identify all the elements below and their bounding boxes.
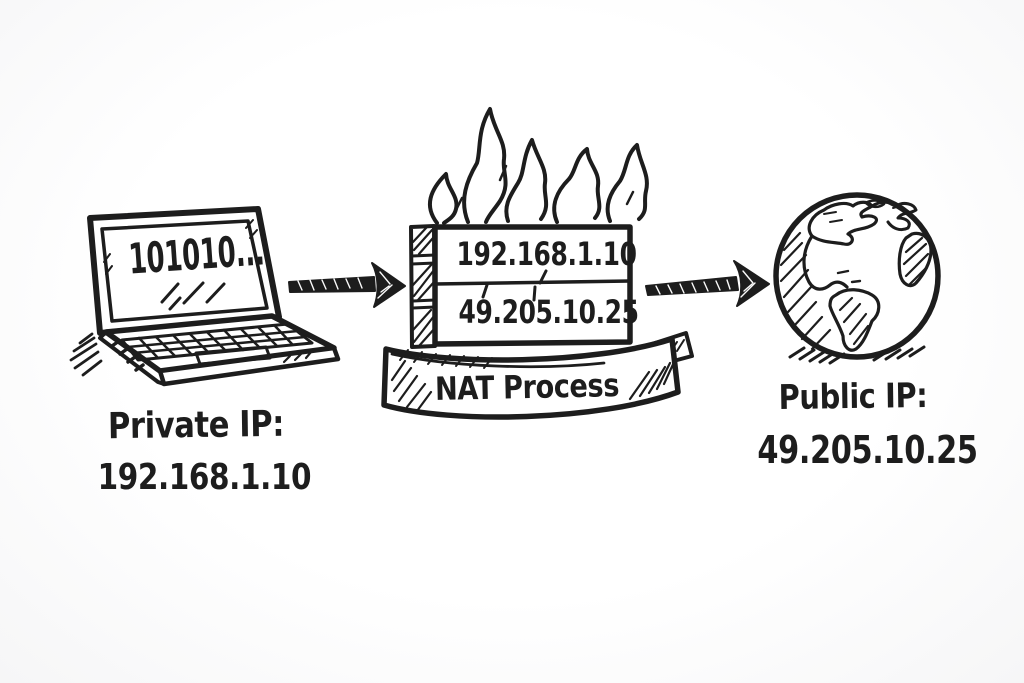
public-ip-value: 49.205.10.25 bbox=[757, 428, 978, 472]
private-ip-value: 192.168.1.10 bbox=[97, 457, 312, 498]
public-ip-title: Public IP: bbox=[778, 375, 928, 419]
flames-icon bbox=[427, 107, 649, 225]
nat-banner-label: NAT Process bbox=[434, 366, 620, 408]
firewall-icon bbox=[409, 107, 649, 349]
nat-table-private-ip: 192.168.1.10 bbox=[456, 235, 637, 273]
arrow-right-icon-left bbox=[288, 262, 406, 308]
private-ip-title: Private IP: bbox=[107, 403, 285, 448]
globe-icon bbox=[773, 192, 941, 365]
nat-banner bbox=[381, 331, 694, 420]
nat-table-public-ip: 49.205.10.25 bbox=[458, 293, 639, 331]
laptop-icon bbox=[69, 206, 341, 387]
arrow-right-icon-right bbox=[645, 260, 770, 307]
laptop-screen-text: 101010... bbox=[127, 225, 266, 284]
